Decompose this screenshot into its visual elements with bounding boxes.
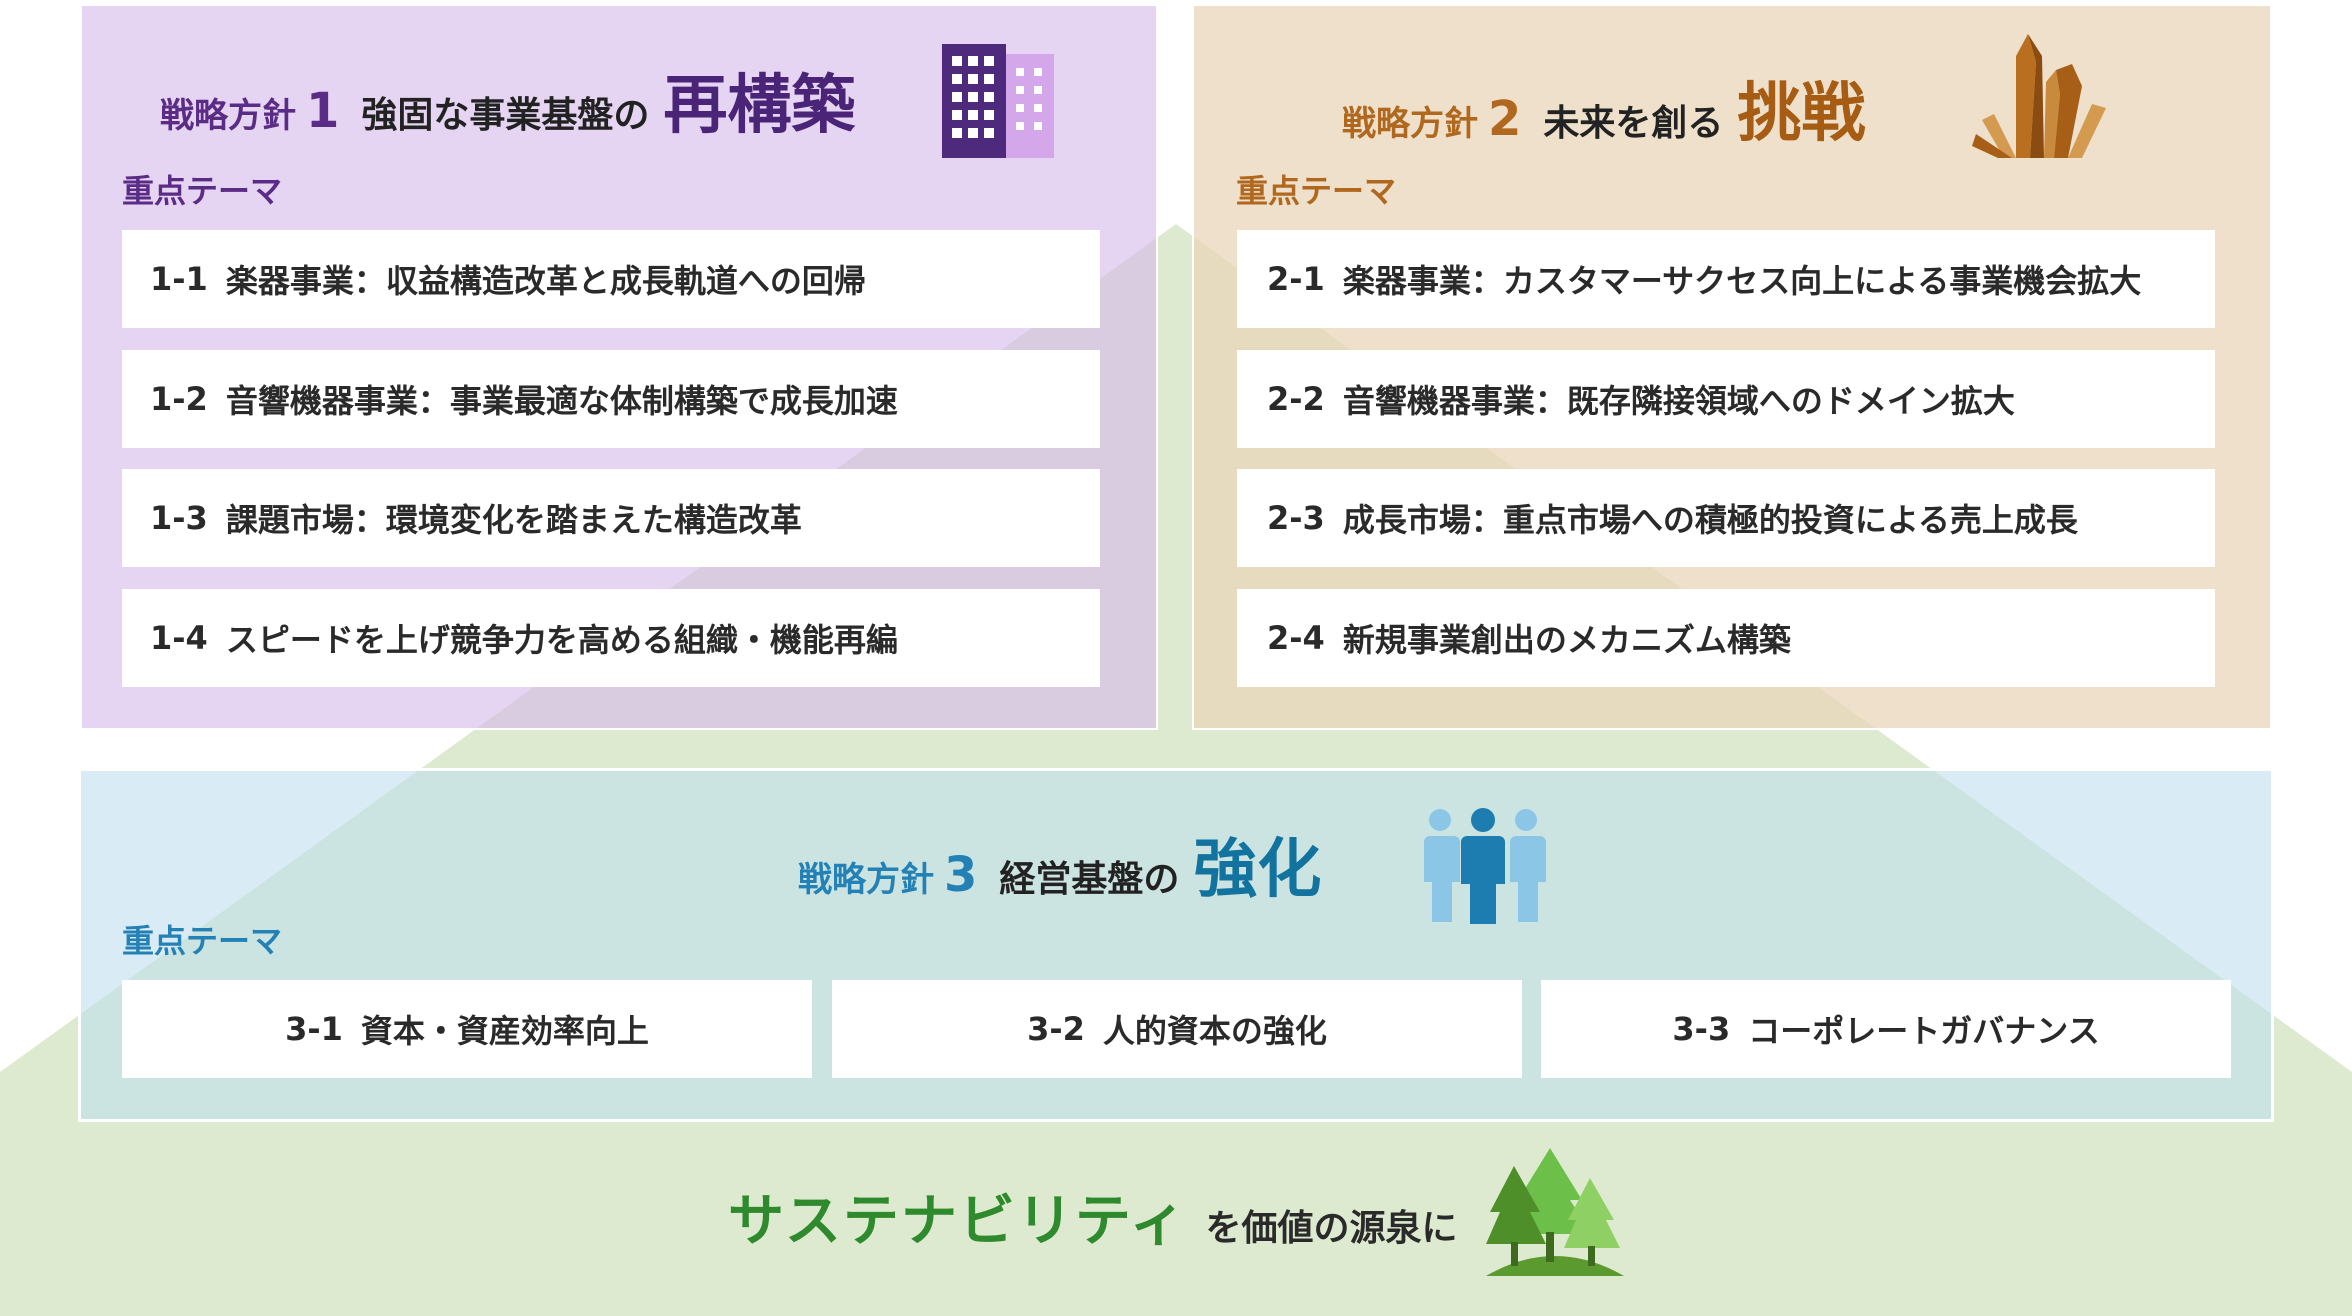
policy2-prefix: 戦略方針 — [1342, 104, 1478, 144]
theme-code: 1-1 — [150, 260, 208, 298]
foundation-statement: サステナビリティを価値の源泉に — [728, 1176, 1458, 1257]
policy1-number: 1 — [306, 83, 340, 139]
theme-code: 2-4 — [1267, 619, 1325, 657]
theme-card-2-3: 2-3 成長市場：重点市場への積極的投資による売上成長 — [1237, 469, 2215, 567]
policy3-keyword: 強化 — [1193, 833, 1322, 907]
theme-card-2-1: 2-1 楽器事業：カスタマーサクセス向上による事業機会拡大 — [1237, 230, 2215, 328]
policy1-prefix: 戦略方針 — [160, 96, 296, 136]
people-icon — [1424, 808, 1546, 924]
policy3-subtitle: 経営基盤の — [999, 859, 1180, 900]
policy2-number: 2 — [1488, 91, 1522, 147]
theme-code: 3-1 — [285, 1010, 343, 1048]
theme-text: 成長市場：重点市場への積極的投資による売上成長 — [1342, 501, 2078, 539]
theme-card-1-2: 1-2 音響機器事業：事業最適な体制構築で成長加速 — [122, 350, 1100, 448]
theme-card-3-2: 3-2 人的資本の強化 — [832, 980, 1522, 1078]
theme-card-1-3: 1-3 課題市場：環境変化を踏まえた構造改革 — [122, 469, 1100, 567]
theme-text: 新規事業創出のメカニズム構築 — [1342, 621, 1791, 659]
policy3-number: 3 — [944, 847, 978, 903]
theme-card-2-2: 2-2 音響機器事業：既存隣接領域へのドメイン拡大 — [1237, 350, 2215, 448]
theme-code: 2-2 — [1267, 380, 1325, 418]
theme-card-3-1: 3-1 資本・資産効率向上 — [122, 980, 812, 1078]
policy1-theme-label: 重点テーマ — [122, 172, 283, 210]
building-icon — [942, 44, 1054, 158]
policy2-theme-label: 重点テーマ — [1236, 172, 1397, 210]
foundation-subtext: を価値の源泉に — [1205, 1208, 1458, 1249]
theme-card-1-4: 1-4 スピードを上げ競争力を高める組織・機能再編 — [122, 589, 1100, 687]
forest-icon — [1486, 1148, 1624, 1276]
theme-code: 1-3 — [150, 499, 208, 537]
theme-code: 2-1 — [1267, 260, 1325, 298]
theme-code: 3-3 — [1672, 1010, 1731, 1048]
policy3-prefix: 戦略方針 — [798, 860, 934, 900]
policy1-keyword: 再構築 — [663, 69, 856, 143]
theme-card-1-1: 1-1 楽器事業：収益構造改革と成長軌道への回帰 — [122, 230, 1100, 328]
theme-code: 3-2 — [1027, 1010, 1085, 1048]
theme-text: コーポレートガバナンス — [1748, 1012, 2100, 1050]
theme-text: 音響機器事業：事業最適な体制構築で成長加速 — [225, 382, 898, 420]
sustainability-label: サステナビリティ — [728, 1189, 1188, 1254]
theme-code: 1-2 — [150, 380, 208, 418]
theme-text: 楽器事業：カスタマーサクセス向上による事業機会拡大 — [1342, 262, 2142, 300]
policy2-subtitle: 未来を創る — [1543, 103, 1724, 144]
theme-text: 音響機器事業：既存隣接領域へのドメイン拡大 — [1342, 382, 2015, 420]
theme-text: スピードを上げ競争力を高める組織・機能再編 — [225, 621, 898, 659]
theme-text: 人的資本の強化 — [1102, 1012, 1327, 1050]
policy3-theme-label: 重点テーマ — [122, 922, 283, 960]
policy2-keyword: 挑戦 — [1737, 77, 1866, 151]
policy1-subtitle: 強固な事業基盤の — [361, 95, 650, 136]
theme-text: 課題市場：環境変化を踏まえた構造改革 — [225, 501, 802, 539]
theme-card-2-4: 2-4 新規事業創出のメカニズム構築 — [1237, 589, 2215, 687]
theme-text: 楽器事業：収益構造改革と成長軌道への回帰 — [225, 262, 866, 300]
theme-text: 資本・資産効率向上 — [360, 1012, 649, 1050]
theme-code: 2-3 — [1267, 499, 1325, 537]
crystal-icon — [1972, 34, 2106, 158]
theme-code: 1-4 — [150, 619, 208, 657]
theme-card-3-3: 3-3 コーポレートガバナンス — [1541, 980, 2231, 1078]
